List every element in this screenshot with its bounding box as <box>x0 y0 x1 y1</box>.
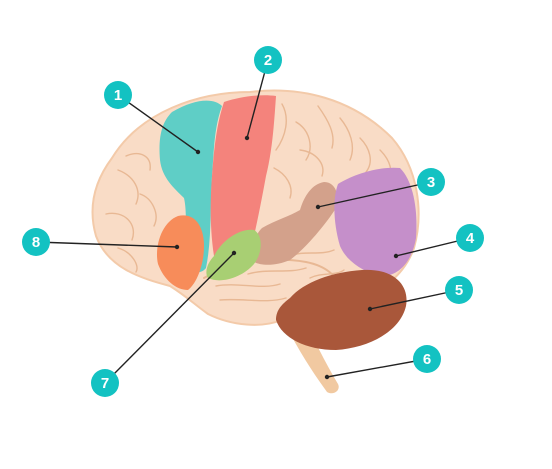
callout-badge-1 <box>104 81 132 109</box>
wernicke-area-region <box>252 182 338 265</box>
leader-dot-wernicke-area <box>315 204 321 210</box>
occipital-lobe-region <box>334 167 417 277</box>
callout-number-1: 1 <box>114 87 122 104</box>
callout-badge-5 <box>445 276 473 304</box>
callout-badge-3 <box>417 168 445 196</box>
callout-badge-4 <box>456 224 484 252</box>
callout-number-4: 4 <box>466 230 475 247</box>
callout-number-8: 8 <box>32 234 40 251</box>
leader-line-auditory-cortex <box>104 252 235 384</box>
leader-dot-occipital-lobe <box>393 253 399 259</box>
leader-dot-sensory-cortex <box>244 135 250 141</box>
callout-badge-8 <box>22 228 50 256</box>
callout-number-2: 2 <box>264 52 272 69</box>
callout-number-6: 6 <box>423 351 431 368</box>
leader-dot-brainstem <box>324 374 330 380</box>
leader-line-motor-cortex <box>117 94 199 153</box>
cerebellum-region <box>276 269 407 350</box>
callout-number-5: 5 <box>455 282 463 299</box>
broca-area-region <box>156 215 204 290</box>
leader-line-wernicke-area <box>317 181 432 208</box>
leader-line-brainstem <box>326 358 428 378</box>
callout-badge-2 <box>254 46 282 74</box>
leader-dot-cerebellum <box>367 306 373 312</box>
motor-cortex-region <box>159 100 222 273</box>
leader-dot-motor-cortex <box>195 149 201 155</box>
callout-number-7: 7 <box>101 375 109 392</box>
sensory-cortex-region <box>210 95 276 256</box>
callout-number-3: 3 <box>427 174 435 191</box>
leader-dot-auditory-cortex <box>231 250 237 256</box>
callout-badge-6 <box>413 345 441 373</box>
leader-dot-broca-area <box>174 244 180 250</box>
leader-line-broca-area <box>35 241 178 248</box>
leader-line-cerebellum <box>369 289 460 310</box>
callout-badge-7 <box>91 369 119 397</box>
